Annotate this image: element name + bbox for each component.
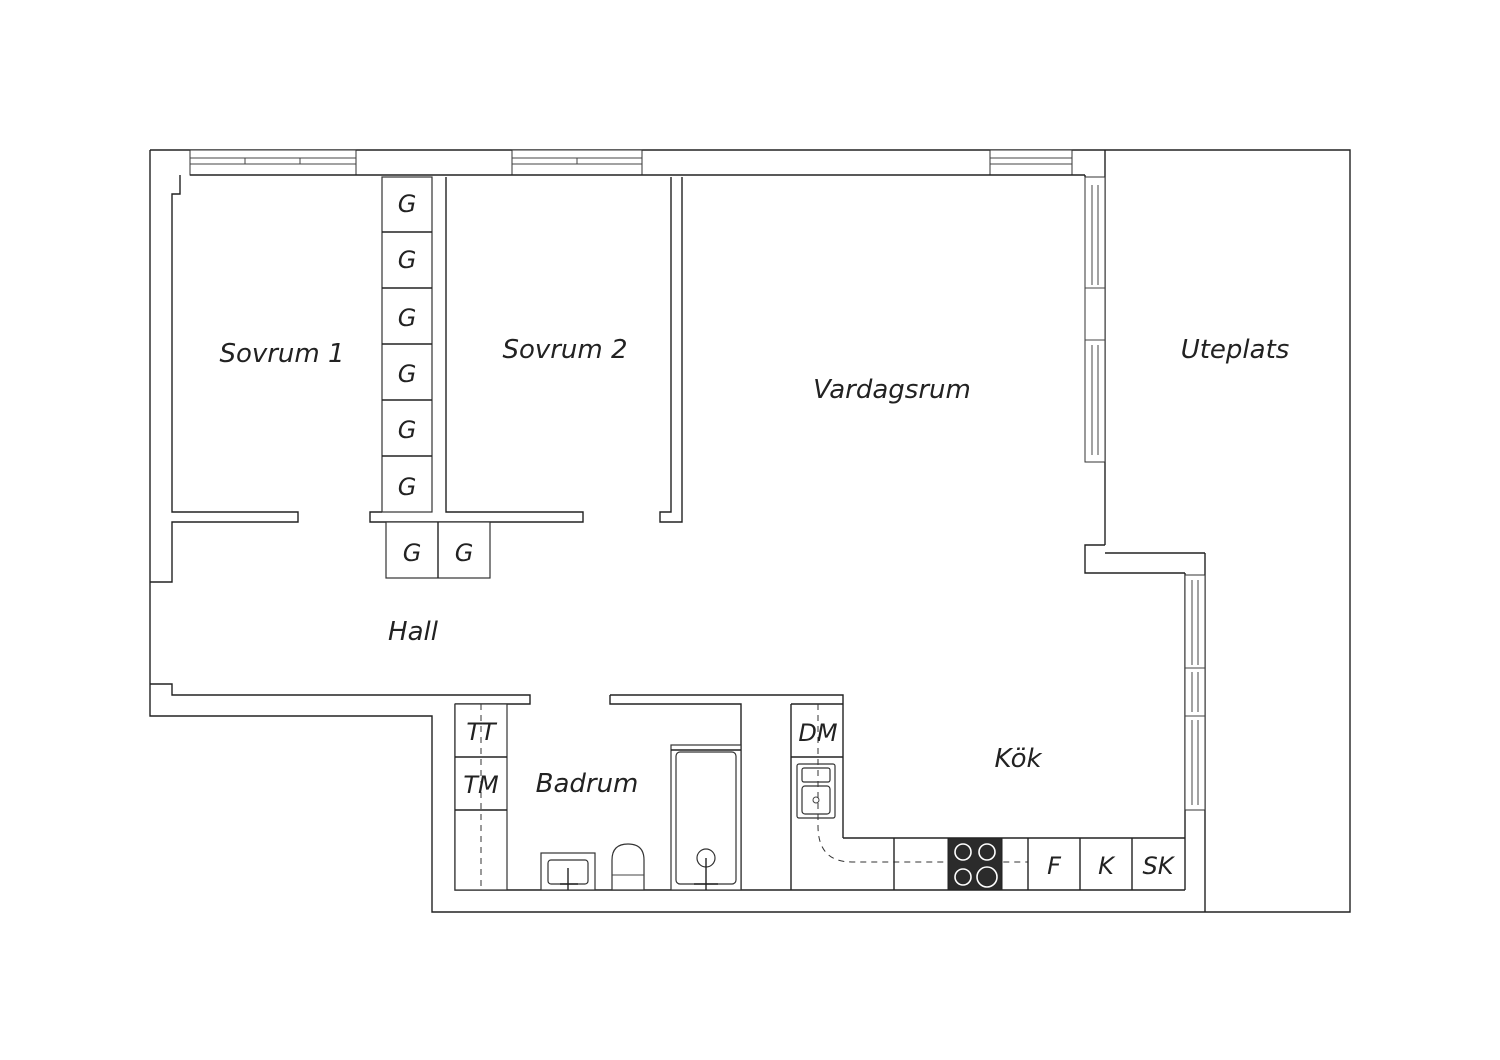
wardrobe-label: G bbox=[398, 360, 417, 388]
room-label-kok: Kök bbox=[994, 744, 1042, 774]
bathroom-fixtures bbox=[540, 744, 742, 891]
wardrobe-label: G bbox=[455, 539, 474, 567]
wardrobe-label: G bbox=[398, 416, 417, 444]
room-label-sovrum-2: Sovrum 2 bbox=[502, 335, 627, 365]
fridge-label: K bbox=[1098, 852, 1116, 880]
dishwasher-label: DM bbox=[798, 719, 837, 747]
cupboard-label: SK bbox=[1143, 852, 1176, 880]
washing-machine-label: TM bbox=[463, 771, 499, 799]
windows-right bbox=[1084, 176, 1206, 811]
room-label-uteplats: Uteplats bbox=[1181, 335, 1290, 365]
wardrobe-label: G bbox=[398, 246, 417, 274]
toilet bbox=[611, 843, 645, 891]
wardrobe-label: G bbox=[398, 473, 417, 501]
windows-top bbox=[189, 149, 1073, 176]
interior-walls bbox=[150, 174, 1185, 891]
wardrobe-column bbox=[381, 176, 491, 579]
wardrobe-label: G bbox=[403, 539, 422, 567]
room-label-badrum: Badrum bbox=[536, 769, 639, 799]
room-label-sovrum-1: Sovrum 1 bbox=[219, 339, 344, 369]
wardrobe-label: G bbox=[398, 190, 417, 218]
tumble-dryer-label: TT bbox=[466, 718, 498, 746]
room-label-hall: Hall bbox=[388, 617, 439, 647]
room-label-vardagsrum: Vardagsrum bbox=[813, 375, 971, 405]
kitchen-fixtures bbox=[791, 704, 1185, 891]
laundry-column bbox=[454, 703, 508, 891]
freezer-label: F bbox=[1047, 852, 1062, 880]
wardrobe-label: G bbox=[398, 304, 417, 332]
exterior-walls bbox=[149, 149, 1351, 913]
